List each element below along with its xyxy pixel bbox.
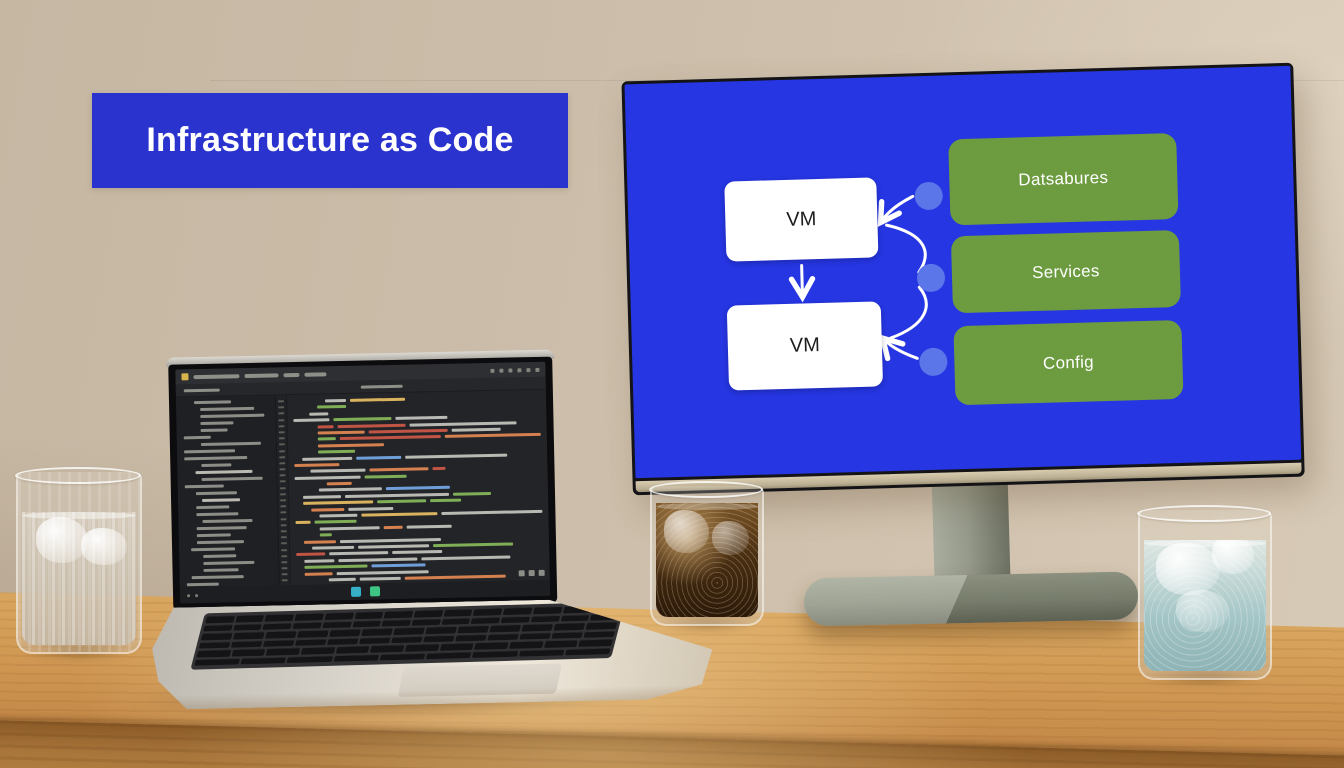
cola-glass-body xyxy=(650,486,764,626)
vm-node-2-label: VM xyxy=(789,334,821,357)
keyboard-keys xyxy=(194,605,621,666)
arrow-svc-to-vm2 xyxy=(889,285,928,340)
titlebar-icon xyxy=(490,368,495,373)
water-glass xyxy=(0,467,158,663)
titlebar-icon xyxy=(535,367,540,372)
monitor-frame: VM VM Datsabures Services Config xyxy=(621,62,1305,496)
vm-node-1: VM xyxy=(724,177,879,262)
water-glass-rim xyxy=(15,467,141,484)
arrow-vm1-to-vm2 xyxy=(788,264,816,303)
laptop-base xyxy=(151,596,713,710)
resource-node-config: Config xyxy=(953,319,1184,406)
external-monitor: VM VM Datsabures Services Config xyxy=(621,62,1308,642)
arrow-svc-to-vm1 xyxy=(885,223,927,274)
menu-item-blur xyxy=(193,373,240,379)
cola-glass-rim xyxy=(649,481,763,498)
vm-node-2: VM xyxy=(726,301,884,391)
editor-minimap-icons xyxy=(518,569,545,577)
water-liquid xyxy=(22,512,136,645)
monitor-stand-base xyxy=(803,571,1139,627)
code-editor-window xyxy=(175,361,551,604)
titlebar-icon xyxy=(526,367,531,372)
keyboard xyxy=(190,602,625,670)
iced-water-glass-body xyxy=(1138,510,1272,680)
trackpad xyxy=(398,663,562,696)
resource-node-services-label: Services xyxy=(1031,260,1100,282)
statusbar-dots xyxy=(187,593,199,597)
editor-code-lines xyxy=(293,395,544,586)
iced-water-liquid xyxy=(1144,540,1266,671)
arrow-db-to-vm1 xyxy=(877,194,915,228)
title-banner: Infrastructure as Code xyxy=(92,93,568,188)
resource-node-databases: Datsabures xyxy=(948,133,1179,226)
titlebar-icon xyxy=(499,368,504,373)
iced-water-glass-rim xyxy=(1137,505,1271,522)
laptop xyxy=(122,346,764,738)
resource-node-services: Services xyxy=(950,229,1181,314)
breadcrumb-blur xyxy=(183,388,220,392)
cola-liquid xyxy=(656,503,758,617)
vm-node-1-label: VM xyxy=(786,207,817,231)
editor-code-pane xyxy=(287,390,550,586)
menu-item-blur xyxy=(244,372,279,378)
iced-water-glass xyxy=(1121,505,1289,689)
titlebar-icon xyxy=(508,367,513,373)
arrow-cfg-to-vm2 xyxy=(878,334,919,362)
editor-file-tree xyxy=(175,395,280,588)
banner-title: Infrastructure as Code xyxy=(146,121,514,159)
water-glass-body xyxy=(16,472,142,654)
laptop-screen xyxy=(168,356,558,611)
taskbar-icon-terminal xyxy=(350,586,361,597)
tab-blur xyxy=(360,384,403,389)
taskbar-icon-files xyxy=(369,586,380,597)
menu-item-blur xyxy=(304,371,327,377)
resource-node-databases-label: Datsabures xyxy=(1018,167,1109,190)
menu-item-blur xyxy=(283,372,300,377)
cola-glass xyxy=(636,481,778,635)
app-icon xyxy=(181,373,189,381)
resource-node-config-label: Config xyxy=(1042,351,1095,373)
titlebar-icon xyxy=(517,367,522,372)
monitor-screen: VM VM Datsabures Services Config xyxy=(624,65,1302,479)
